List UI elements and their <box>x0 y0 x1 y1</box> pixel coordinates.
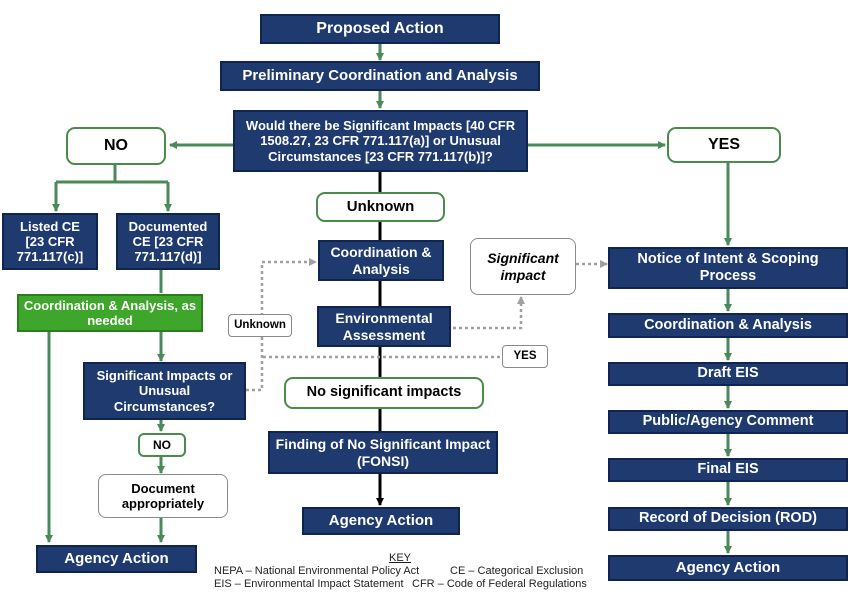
documented-ce-box: Documented CE [23 CFR 771.117(d)] <box>116 213 220 270</box>
notice-of-intent-box: Notice of Intent & Scoping Process <box>608 247 848 289</box>
yes-small-label: YES <box>502 345 548 368</box>
fonsi-box: Finding of No Significant Impact (FONSI) <box>268 431 498 474</box>
key-eis: EIS – Environmental Impact Statement <box>214 578 404 590</box>
unknown-decision-box: Unknown <box>316 192 445 222</box>
coordination-analysis-center: Coordination & Analysis <box>318 240 444 281</box>
agency-action-right: Agency Action <box>608 555 848 581</box>
no-small-box: NO <box>138 433 186 457</box>
unknown-left-label: Unknown <box>228 314 292 337</box>
key-ce: CE – Categorical Exclusion <box>450 565 584 577</box>
key-title: KEY <box>389 552 412 564</box>
significant-or-unusual-question: Significant Impacts or Unusual Circumsta… <box>83 362 246 420</box>
record-of-decision-box: Record of Decision (ROD) <box>608 507 848 531</box>
coordination-as-needed-box: Coordination & Analysis, as needed <box>17 294 203 332</box>
significant-impacts-question: Would there be Significant Impacts [40 C… <box>233 110 528 172</box>
document-appropriately-box: Document appropriately <box>98 474 228 518</box>
environmental-assessment-box: Environmental Assessment <box>317 306 451 347</box>
key-cfr: CFR – Code of Federal Regulations <box>412 578 587 590</box>
agency-action-left: Agency Action <box>36 545 197 573</box>
proposed-action-box: Proposed Action <box>260 14 500 44</box>
yes-decision-box: YES <box>667 127 781 163</box>
preliminary-coordination-box: Preliminary Coordination and Analysis <box>220 61 540 91</box>
draft-eis-box: Draft EIS <box>608 362 848 386</box>
no-decision-box: NO <box>66 127 166 165</box>
listed-ce-box: Listed CE [23 CFR 771.117(c)] <box>2 213 98 270</box>
no-significant-impacts-box: No significant impacts <box>284 377 484 409</box>
agency-action-center: Agency Action <box>302 507 460 535</box>
coordination-analysis-right: Coordination & Analysis <box>608 313 848 338</box>
significant-impact-box: Significant impact <box>470 238 576 295</box>
key-nepa: NEPA – National Environmental Policy Act <box>214 565 420 577</box>
final-eis-box: Final EIS <box>608 458 848 482</box>
public-agency-comment-box: Public/Agency Comment <box>608 410 848 434</box>
dotted-ea-to-significant <box>453 296 525 330</box>
